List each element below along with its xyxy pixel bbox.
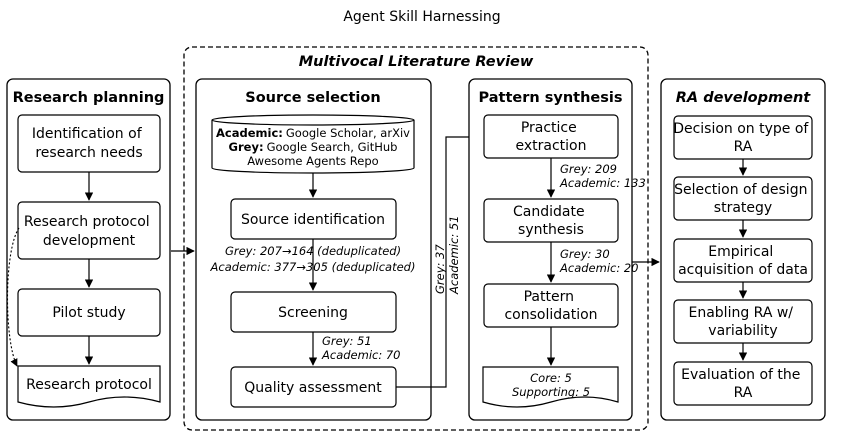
result-core: Core: 5 <box>530 371 572 385</box>
source-selection-panel: Source selection Academic:Google Scholar… <box>195 78 432 421</box>
svg-text:Academic:Google Scholar, arXiv: Academic:Google Scholar, arXiv <box>216 126 410 140</box>
result-supporting: Supporting: 5 <box>512 385 590 399</box>
svg-text:Source identification: Source identification <box>241 212 385 228</box>
database-sources: Academic:Google Scholar, arXiv Grey:Goog… <box>211 114 415 174</box>
step-identification-of-research-needs <box>17 114 161 173</box>
source-selection-title: Source selection <box>245 90 380 106</box>
svg-text:Research protocol develo: Research protocol development <box>24 214 154 249</box>
arrow-quality-to-extraction <box>396 132 483 388</box>
svg-text:Candidate synthesis: Candidate synthesis <box>513 204 589 238</box>
svg-text:Pattern consolidation: Pattern consolidation <box>504 289 597 323</box>
svg-text:Academic: 51: Academic: 51 <box>447 216 461 296</box>
mlr-title: Multivocal Literature Review <box>299 54 534 70</box>
counts-after-extraction-grey: Grey: 209 <box>560 162 617 176</box>
svg-text:Awesome Agents Repo: Awesome Agents Repo <box>247 154 378 168</box>
step-evaluation-of-the-ra <box>673 361 813 406</box>
research-planning-title: Research planning <box>13 90 165 106</box>
svg-text:Grey: 37: Grey: 37 <box>433 244 447 294</box>
svg-text:Research protocol: Research protocol <box>26 377 152 393</box>
svg-text:Pilot study: Pilot study <box>52 305 125 321</box>
counts-after-screening-academic: Academic: 70 <box>321 348 401 362</box>
pattern-synthesis-title: Pattern synthesis <box>479 90 623 106</box>
research-planning-panel: Research planning Identification of rese… <box>6 78 171 421</box>
svg-text:Quality assessment: Quality assessment <box>244 380 382 396</box>
svg-text:Grey:Google Search, GitHub: Grey:Google Search, GitHub <box>229 140 398 154</box>
mlr-group <box>183 46 649 431</box>
counts-after-quality: Grey: 37 Academic: 51 <box>433 216 461 296</box>
svg-text:Selection of design stra: Selection of design strategy <box>674 182 812 216</box>
svg-text:Identification of resear: Identification of research needs <box>32 126 146 161</box>
svg-text:Practice extraction: Practice extraction <box>516 120 587 154</box>
pattern-synthesis-panel: Pattern synthesis Practice extraction Gr… <box>468 78 646 421</box>
document-research-protocol <box>17 365 161 408</box>
counts-after-screening-grey: Grey: 51 <box>322 334 372 348</box>
document-patterns <box>482 366 619 408</box>
counts-after-extraction-academic: Academic: 133 <box>559 176 646 190</box>
counts-after-synthesis-academic: Academic: 20 <box>559 261 639 275</box>
svg-text:Empirical acquisition of: Empirical acquisition of data <box>678 244 808 278</box>
dotted-arrow-protocol-to-document <box>6 227 20 367</box>
step-research-protocol-development <box>17 201 161 260</box>
svg-text:Evaluation of the RA: Evaluation of the RA <box>681 367 805 401</box>
ra-development-panel: RA development Decision on type of RA Se… <box>660 78 826 421</box>
counts-after-synthesis-grey: Grey: 30 <box>560 247 610 261</box>
svg-text:Enabling RA w/ variabili: Enabling RA w/ variability <box>689 305 798 339</box>
svg-text:Decision on type of RA: Decision on type of RA <box>673 121 813 155</box>
svg-text:Screening: Screening <box>278 305 348 321</box>
ra-development-title: RA development <box>676 90 812 106</box>
diagram-title: Agent Skill Harnessing <box>343 9 500 25</box>
